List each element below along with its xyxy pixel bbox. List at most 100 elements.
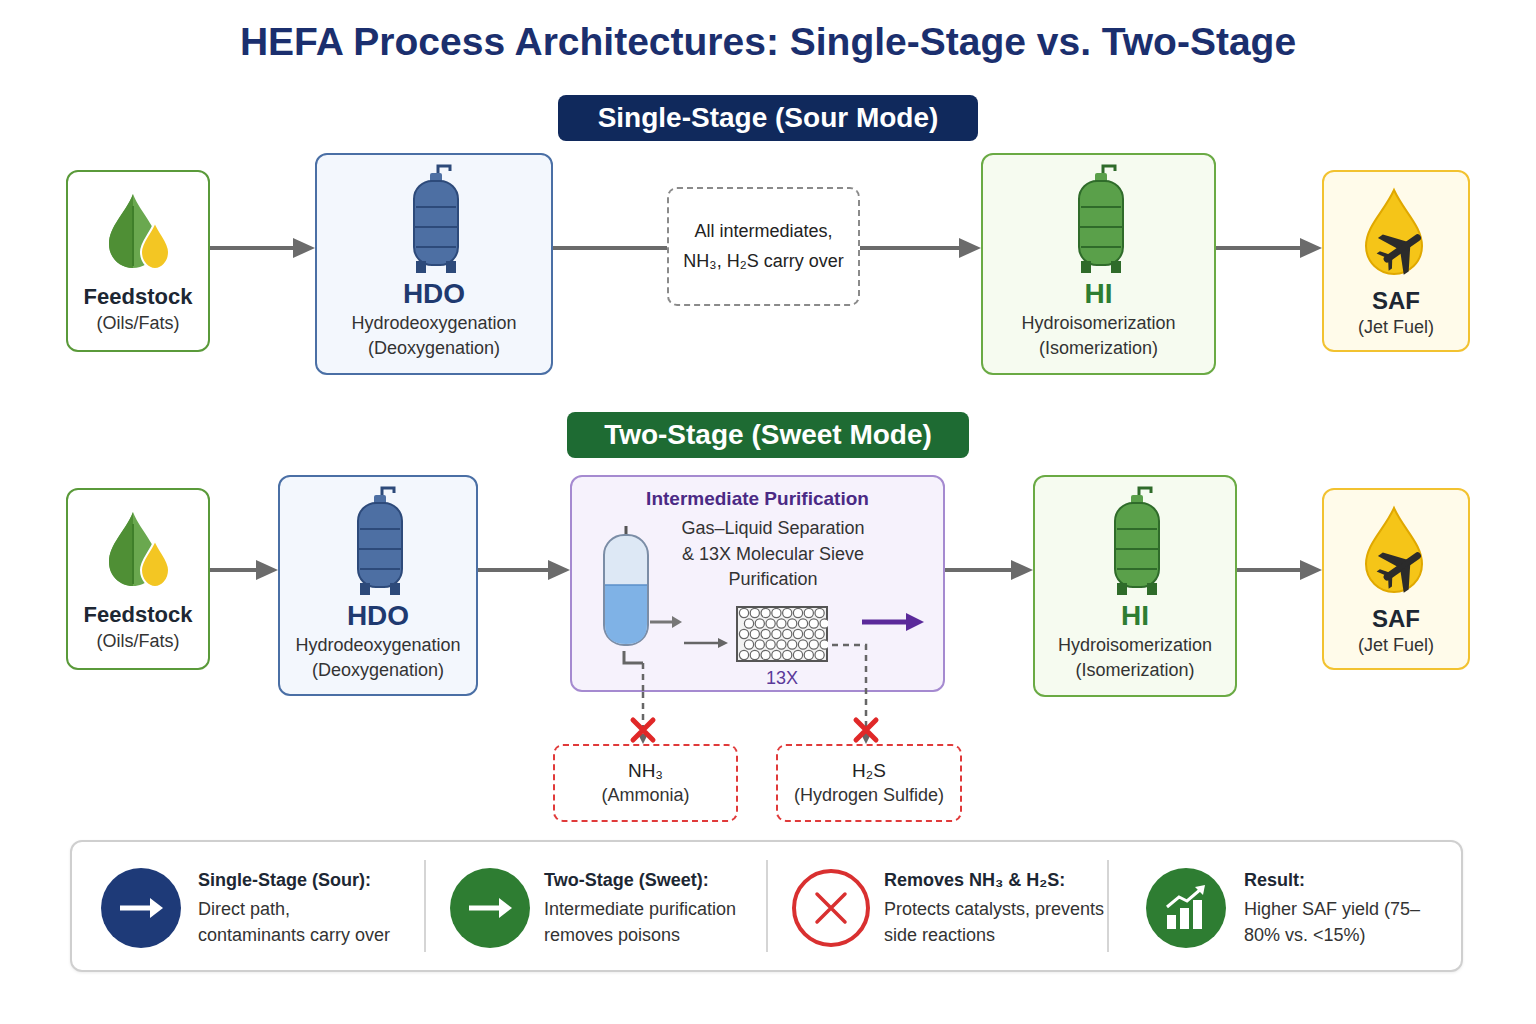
icon-sieve bbox=[736, 606, 828, 662]
shape-part bbox=[1167, 915, 1176, 929]
purification-box: Intermediate PurificationGas–Liquid Sepa… bbox=[570, 475, 945, 692]
node-heading: SAF bbox=[1372, 604, 1420, 633]
shape-part bbox=[358, 529, 402, 569]
feedstock-box: Feedstock(Oils/Fats) bbox=[66, 488, 210, 670]
shape-part bbox=[1146, 868, 1226, 948]
icon-ired bbox=[790, 867, 872, 949]
shape-part bbox=[809, 619, 818, 628]
node-heading: All intermediates, NH₃, H₂S carry over bbox=[679, 217, 848, 276]
shape-part bbox=[605, 584, 647, 586]
node-body: Direct path, contaminants carry over bbox=[198, 896, 400, 948]
shape-part bbox=[777, 619, 786, 628]
removed-box: NH₃(Ammonia) bbox=[553, 744, 738, 822]
shape-part bbox=[1115, 503, 1159, 587]
shape-part bbox=[425, 860, 1108, 952]
shape-part bbox=[1193, 900, 1202, 929]
shape-part bbox=[450, 868, 530, 948]
shape-part bbox=[109, 512, 133, 586]
flow-arrow bbox=[1216, 246, 1314, 250]
icon-inavy bbox=[100, 867, 182, 949]
shape-part bbox=[777, 640, 786, 649]
shape-part bbox=[755, 619, 764, 628]
flow-arrow bbox=[210, 246, 307, 250]
shape-part bbox=[783, 608, 792, 617]
shape-part bbox=[684, 642, 720, 645]
shape-part bbox=[1167, 889, 1201, 907]
shape-part bbox=[788, 619, 797, 628]
shape-part bbox=[744, 640, 753, 649]
icon-igreen bbox=[449, 867, 531, 949]
shape-part bbox=[1370, 217, 1433, 280]
shape-part bbox=[820, 640, 828, 649]
shape-part bbox=[750, 608, 759, 617]
node-heading: H₂S bbox=[852, 759, 886, 782]
shape-part bbox=[862, 620, 910, 625]
shape-part bbox=[132, 524, 134, 584]
summary-item: Result: Higher SAF yield (75–80% vs. <15%… bbox=[1145, 860, 1445, 956]
node-heading: Single-Stage (Sour): bbox=[198, 870, 371, 892]
process-box: HIHydroisomerization (Isomerization) bbox=[1033, 475, 1237, 697]
red-x bbox=[856, 720, 876, 740]
shape-part bbox=[737, 607, 827, 661]
shape-part bbox=[804, 650, 813, 659]
node-body: Higher SAF yield (75–80% vs. <15%) bbox=[1244, 896, 1445, 948]
process-box: HDOHydrodeoxygenation (Deoxygenation) bbox=[278, 475, 478, 696]
shape-part bbox=[739, 650, 748, 659]
shape-part bbox=[101, 868, 181, 948]
shape-part bbox=[761, 629, 770, 638]
node-body: Intermediate purification removes poison… bbox=[544, 896, 765, 948]
shape-part bbox=[761, 608, 770, 617]
shape-part bbox=[150, 898, 163, 918]
shape-part bbox=[1195, 885, 1205, 895]
icon-drop bbox=[105, 510, 175, 590]
node-heading: Result: bbox=[1244, 870, 1305, 892]
shape-part bbox=[414, 207, 458, 247]
summary-item: Removes NH₃ & H₂S:Protects catalysts, pr… bbox=[790, 860, 1105, 956]
shape-part bbox=[750, 650, 759, 659]
shape-part bbox=[817, 894, 845, 922]
icon-drop bbox=[105, 192, 175, 272]
summary-panel: Single-Stage (Sour): Direct path, contami… bbox=[70, 840, 1463, 972]
shape-part bbox=[390, 583, 400, 595]
icon-tankg bbox=[1109, 485, 1165, 597]
node-body: Hydroisomerization (Isomerization) bbox=[989, 311, 1208, 361]
shape-part bbox=[772, 608, 781, 617]
shape-part bbox=[414, 181, 458, 265]
shape-part bbox=[788, 640, 797, 649]
icon-saf bbox=[1358, 186, 1438, 276]
shape-part bbox=[1117, 583, 1127, 595]
shape-part bbox=[469, 906, 503, 911]
shape-part bbox=[744, 619, 753, 628]
shape-part bbox=[499, 898, 512, 918]
shape-part bbox=[672, 616, 682, 628]
shape-part bbox=[1147, 583, 1157, 595]
node-heading: Intermediate Purification bbox=[646, 487, 869, 510]
shape-part bbox=[815, 650, 824, 659]
shape-part bbox=[766, 640, 775, 649]
shape-part bbox=[739, 608, 748, 617]
shape-part bbox=[761, 650, 770, 659]
node-heading: Feedstock bbox=[84, 284, 193, 311]
node-heading: HDO bbox=[403, 277, 465, 311]
shape-part bbox=[804, 629, 813, 638]
shape-part bbox=[798, 619, 807, 628]
shape-part bbox=[820, 619, 828, 628]
shape-part bbox=[1366, 190, 1422, 274]
shape-part bbox=[783, 650, 792, 659]
node-body: Hydrodeoxygenation (Deoxygenation) bbox=[323, 311, 545, 361]
node-body: (Oils/Fats) bbox=[97, 631, 180, 653]
shape-part bbox=[804, 608, 813, 617]
shape-part bbox=[815, 629, 824, 638]
product-box: SAF(Jet Fuel) bbox=[1322, 488, 1470, 670]
node-body: (Jet Fuel) bbox=[1358, 635, 1434, 657]
shape-part bbox=[1377, 248, 1390, 260]
shape-part bbox=[1377, 566, 1390, 578]
shape-part bbox=[798, 640, 807, 649]
shape-part bbox=[815, 608, 824, 617]
shape-part bbox=[793, 629, 802, 638]
node-heading: 13X bbox=[766, 668, 798, 690]
icon-saf bbox=[1358, 504, 1438, 594]
shape-part bbox=[718, 638, 728, 648]
node-heading: HI bbox=[1085, 277, 1113, 311]
shape-part bbox=[1111, 261, 1121, 273]
